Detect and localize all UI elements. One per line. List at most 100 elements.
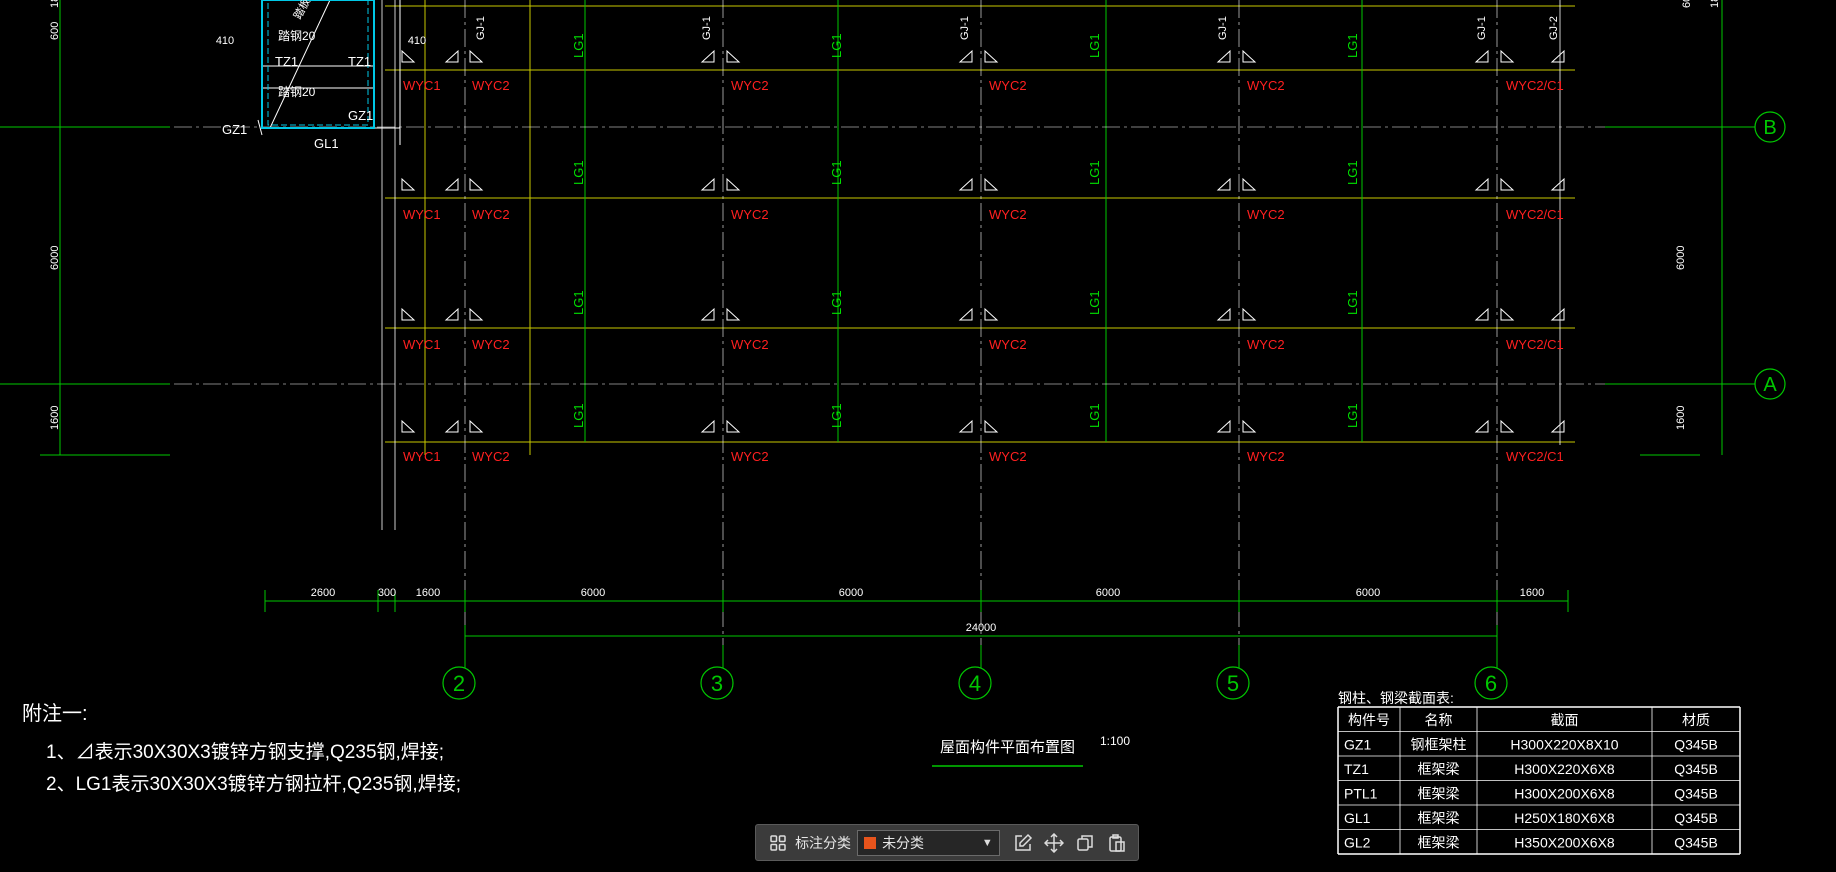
- lg1-label: LG1: [829, 403, 844, 428]
- table-header-cell: 材质: [1682, 712, 1710, 728]
- wyc2-label: WYC2: [472, 207, 510, 222]
- dim-text: 600: [1681, 0, 1693, 8]
- lg1-label: LG1: [829, 290, 844, 315]
- lg1-label: LG1: [1345, 33, 1360, 58]
- brace-triangle-mark: [444, 419, 459, 433]
- wyc1-label: WYC1: [403, 207, 441, 222]
- wyc1-label: WYC1: [403, 78, 441, 93]
- brace-triangle-mark: [700, 307, 715, 321]
- wyc2-label: WYC2: [989, 449, 1027, 464]
- grid-icon[interactable]: [766, 831, 789, 855]
- gj-label: GJ-1: [1476, 16, 1488, 40]
- annotation-category-label: 标注分类: [795, 834, 852, 851]
- chevron-down-icon: ▼: [981, 836, 993, 849]
- dim-text: 6000: [49, 246, 61, 270]
- brace-triangle-mark: [958, 307, 973, 321]
- stair-step-label: 踏钢20: [278, 85, 316, 99]
- stair-dim: 410: [408, 35, 426, 47]
- dim-text: 6000: [1675, 246, 1687, 270]
- table-cell: H300X220X6X8: [1514, 761, 1615, 777]
- brace-triangle-mark: [1474, 419, 1489, 433]
- stair-outline: [261, 0, 375, 129]
- gj-label: GJ-1: [1217, 16, 1229, 40]
- table-cell: H250X180X6X8: [1514, 810, 1615, 826]
- lg1-label: LG1: [1087, 33, 1102, 58]
- brace-triangle-mark: [1216, 419, 1231, 433]
- dim-text: 180: [49, 0, 61, 8]
- notes-line: 2、LG1表示30X30X3镀锌方钢拉杆,Q235钢,焊接;: [46, 773, 461, 795]
- axis-bubble: [700, 666, 734, 700]
- table-cell: TZ1: [1344, 761, 1369, 777]
- lg1-label: LG1: [1087, 160, 1102, 185]
- annotation-toolbar: 标注分类 未分类 ▼: [755, 824, 1139, 861]
- brace-triangle-mark: [1550, 307, 1565, 321]
- lg1-label: LG1: [571, 403, 586, 428]
- axis-col-label: 2: [453, 671, 465, 696]
- brace-triangle-mark: [1550, 419, 1565, 433]
- brace-triangle-mark: [469, 307, 484, 321]
- table-header-cell: 构件号: [1348, 712, 1390, 728]
- table-cell: H300X220X8X10: [1510, 737, 1618, 753]
- move-icon[interactable]: [1043, 831, 1066, 855]
- brace-triangle-mark: [726, 419, 741, 433]
- table-cell: H350X200X6X8: [1514, 835, 1615, 851]
- stair-gz1-label: GZ1: [348, 108, 373, 123]
- brace-triangle-mark: [1242, 307, 1257, 321]
- brace-triangle-mark: [726, 177, 741, 191]
- dim-text: 300: [378, 587, 396, 599]
- axis-bubble: [1216, 666, 1250, 700]
- edit-icon[interactable]: [1012, 831, 1035, 855]
- brace-triangle-mark: [444, 177, 459, 191]
- stair-inner-outline: [267, 0, 369, 126]
- brace-triangle-mark: [958, 419, 973, 433]
- axis-col-label: 4: [969, 671, 981, 696]
- drawing-text: 1806006000160060018060001600BA2600300160…: [22, 0, 1777, 851]
- table-cell: 钢框架柱: [1411, 737, 1467, 753]
- brace-triangle-mark: [1474, 177, 1489, 191]
- brace-triangle-mark: [1550, 49, 1565, 63]
- lg1-label: LG1: [1087, 403, 1102, 428]
- brace-triangle-mark: [401, 177, 416, 191]
- brace-triangle-mark: [1216, 49, 1231, 63]
- stair-slant-line: [269, 0, 331, 129]
- notes-title: 附注一:: [22, 702, 88, 725]
- annotation-category-select[interactable]: 未分类 ▼: [857, 829, 1000, 856]
- brace-triangle-mark: [984, 49, 999, 63]
- wyc2-label: WYC2: [472, 337, 510, 352]
- axis-col-label: 6: [1485, 671, 1497, 696]
- table-cell: Q345B: [1674, 786, 1718, 802]
- axis-row-label: B: [1763, 117, 1776, 139]
- drawing-lines: [0, 0, 1755, 855]
- paste-icon[interactable]: [1105, 831, 1128, 855]
- lg1-label: LG1: [1345, 403, 1360, 428]
- brace-triangle-mark: [444, 307, 459, 321]
- dim-text: 1600: [1675, 406, 1687, 430]
- brace-triangle-mark: [401, 307, 416, 321]
- axis-col-label: 3: [711, 671, 723, 696]
- dim-text: 180: [1709, 0, 1721, 8]
- lg1-label: LG1: [571, 160, 586, 185]
- dim-text: 2600: [311, 587, 335, 599]
- wyc-end-label: WYC2/C1: [1506, 207, 1564, 222]
- brace-triangle-mark: [1474, 307, 1489, 321]
- brace-triangle-mark: [984, 177, 999, 191]
- table-cell: 框架梁: [1418, 835, 1460, 851]
- table-cell: Q345B: [1674, 810, 1718, 826]
- brace-triangle-mark: [401, 49, 416, 63]
- wyc2-label: WYC2: [1247, 449, 1285, 464]
- stair-dim: 410: [216, 35, 234, 47]
- copy-icon[interactable]: [1074, 831, 1097, 855]
- brace-triangle-mark: [401, 419, 416, 433]
- stair-line: [257, 119, 263, 136]
- lg1-label: LG1: [1345, 290, 1360, 315]
- lg1-label: LG1: [1345, 160, 1360, 185]
- table-cell: Q345B: [1674, 761, 1718, 777]
- gj-label: GJ-1: [475, 16, 487, 40]
- wyc-end-label: WYC2/C1: [1506, 337, 1564, 352]
- brace-triangle-mark: [958, 49, 973, 63]
- stair-step-label: 踏钢20: [278, 29, 316, 43]
- wyc2-label: WYC2: [1247, 337, 1285, 352]
- brace-triangle-mark: [1242, 49, 1257, 63]
- table-cell: GL2: [1344, 835, 1371, 851]
